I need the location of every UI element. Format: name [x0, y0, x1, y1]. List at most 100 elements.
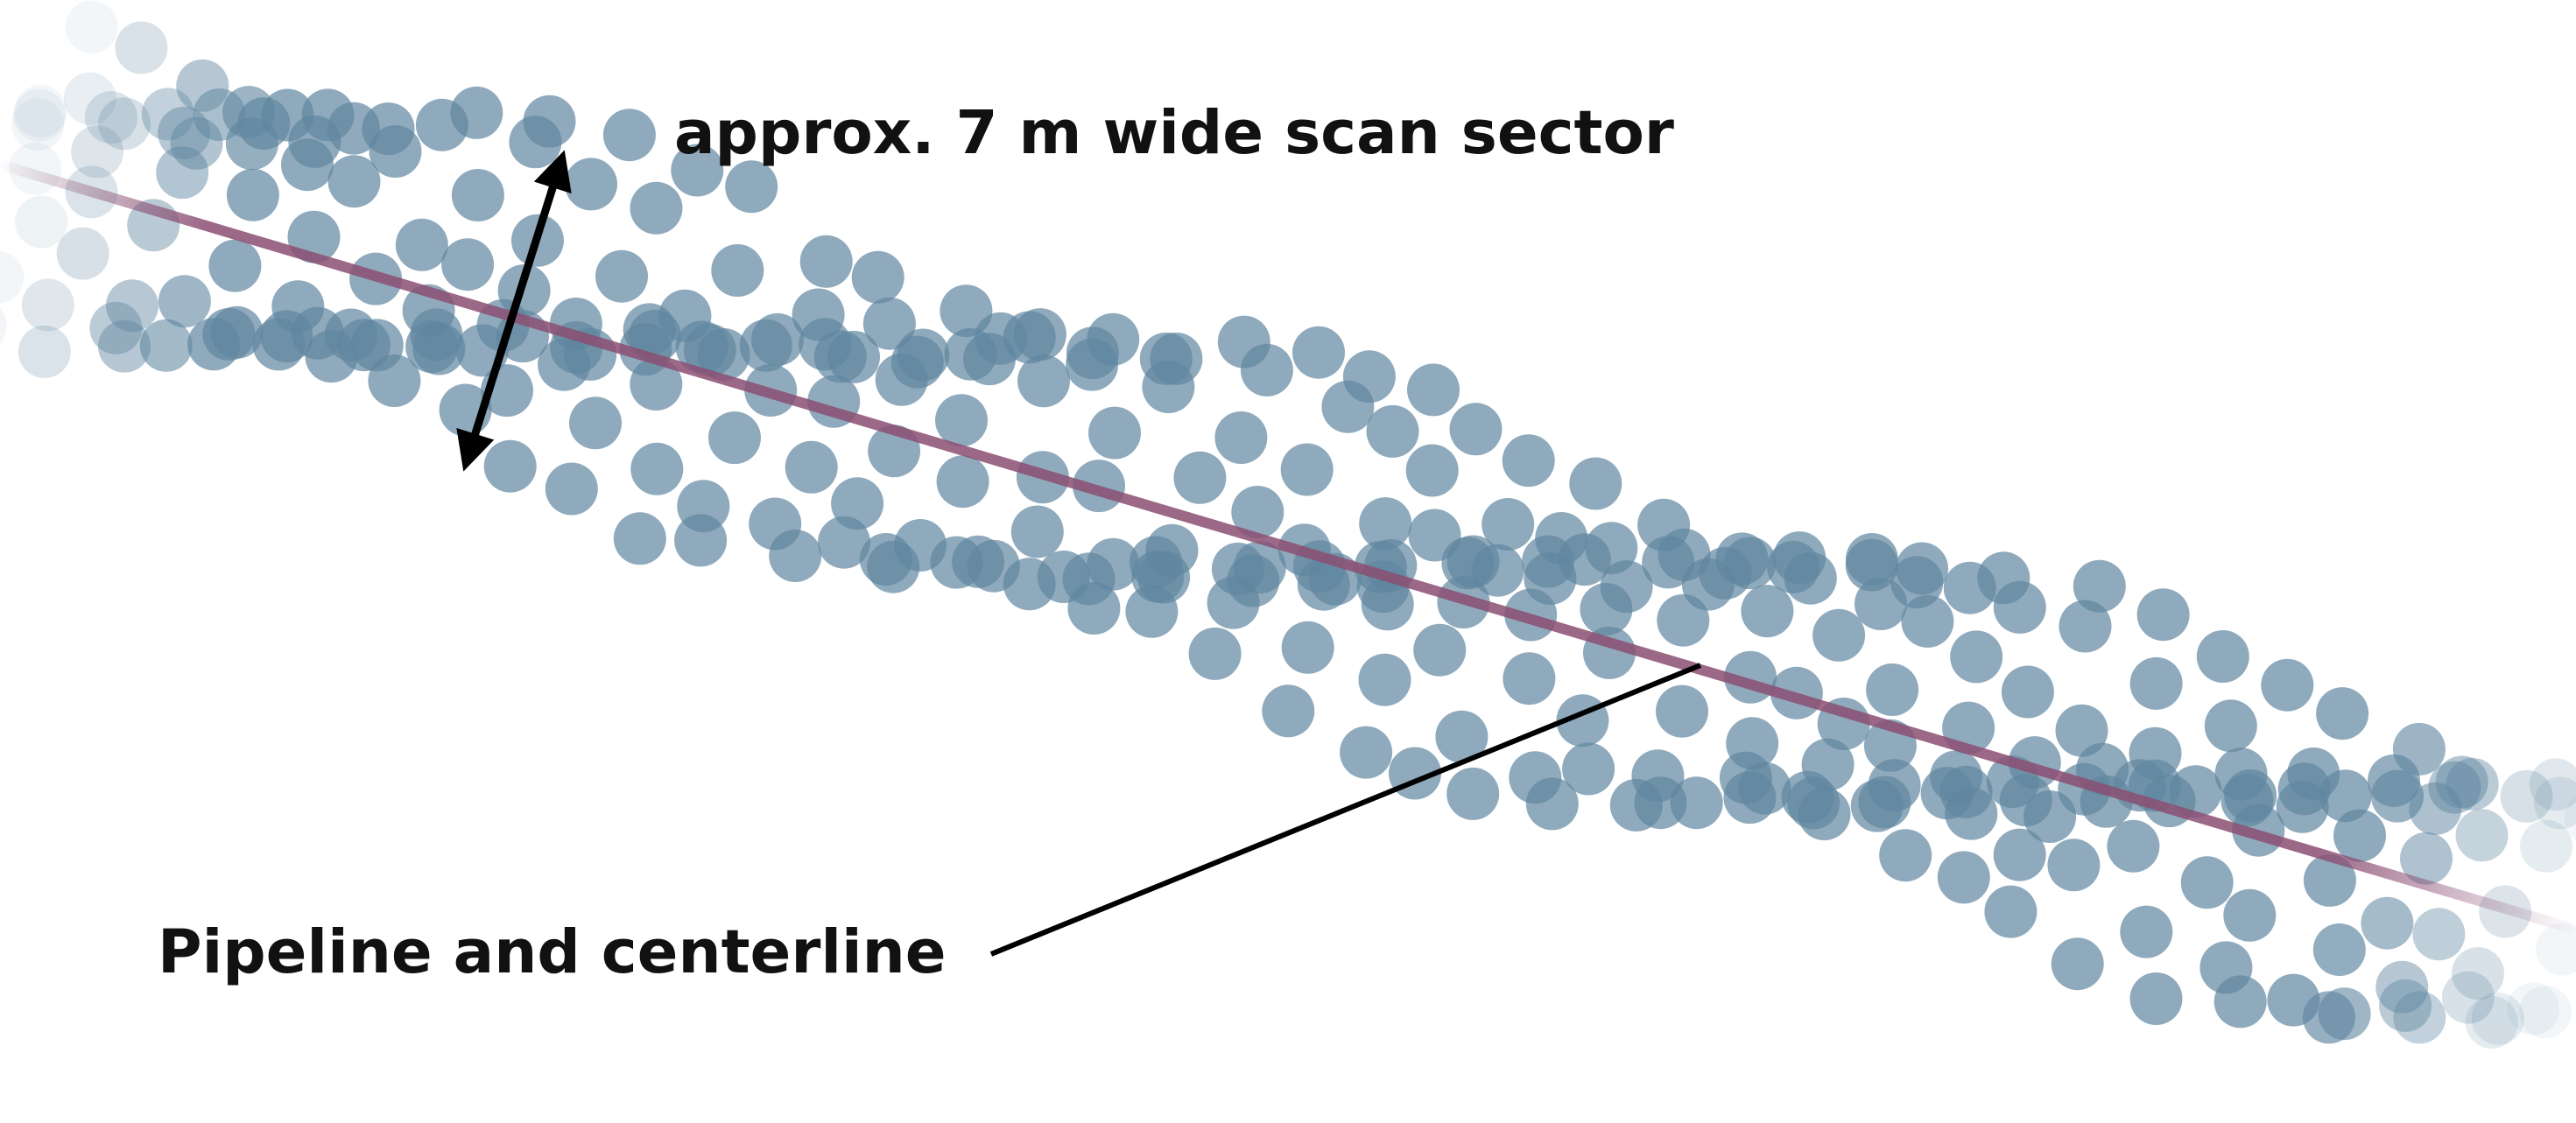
scan-point	[2302, 991, 2355, 1044]
scan-point	[2223, 888, 2277, 942]
scan-point	[2129, 972, 2183, 1025]
scan-point	[369, 125, 422, 178]
scan-point	[1359, 497, 1412, 551]
scan-point	[1901, 594, 1954, 648]
scan-point	[115, 21, 168, 74]
scan-point	[818, 516, 870, 569]
scan-point	[1879, 829, 1932, 882]
scan-point	[1503, 652, 1556, 705]
scan-point	[2455, 809, 2509, 862]
scan-point	[1656, 684, 1708, 738]
scan-point	[0, 307, 7, 343]
scan-point	[1850, 779, 1904, 832]
scan-point	[305, 330, 358, 383]
scan-point	[565, 158, 617, 211]
scan-point	[1723, 771, 1777, 825]
scan-point	[1321, 380, 1375, 433]
scan-point	[2412, 908, 2466, 961]
scan-point	[2319, 769, 2372, 823]
pipeline-label: Pipeline and centerline	[158, 917, 947, 987]
pipeline-leader-line	[989, 663, 1702, 957]
scan-point	[671, 144, 724, 197]
scan-point	[613, 512, 666, 565]
scan-point	[538, 338, 591, 391]
scan-point	[141, 88, 194, 141]
scan-point	[170, 116, 223, 170]
scan-point	[2120, 905, 2173, 958]
scan-point	[1361, 578, 1414, 631]
scan-point	[139, 319, 193, 372]
scan-point	[225, 117, 278, 171]
scan-point	[1017, 354, 1070, 408]
scan-point	[2375, 960, 2429, 1014]
scan-point	[71, 125, 124, 179]
scan-point	[1188, 627, 1242, 680]
scan-point	[1003, 558, 1056, 611]
scan-width-label: approx. 7 m wide scan sector	[674, 98, 1674, 168]
scan-point	[2303, 853, 2356, 907]
scan-point	[2023, 790, 2077, 843]
scan-point	[1741, 585, 1794, 638]
scan-point	[395, 218, 448, 271]
scan-point	[327, 155, 381, 208]
scan-point	[1281, 621, 1334, 674]
scan-point	[2441, 971, 2495, 1024]
scan-point	[875, 353, 928, 406]
scan-point	[708, 411, 761, 465]
scan-point	[2465, 996, 2518, 1049]
scan-point	[769, 530, 822, 582]
scan-point	[936, 455, 989, 509]
scan-point	[226, 168, 279, 221]
scan-point	[2214, 975, 2267, 1028]
scan-point	[2047, 839, 2101, 892]
scan-point	[602, 109, 656, 162]
scan-point	[2400, 832, 2453, 885]
scan-point	[1407, 363, 1460, 417]
scan-point	[1297, 558, 1350, 611]
scan-point	[1866, 663, 1919, 716]
scan-point	[2001, 665, 2054, 719]
scan-point	[862, 297, 916, 350]
scan-point	[1449, 403, 1503, 456]
scan-point	[1446, 535, 1500, 588]
scan-point	[156, 146, 209, 200]
scan-point	[441, 238, 495, 291]
scan-point	[630, 442, 684, 495]
scan-point	[2180, 856, 2234, 909]
scan-point	[158, 106, 211, 159]
scan-point	[412, 322, 466, 376]
scan-point	[187, 318, 241, 371]
scan-point	[2051, 937, 2104, 991]
scan-point	[595, 249, 648, 303]
scan-point	[2129, 656, 2183, 710]
scan-point	[1798, 788, 1851, 840]
scan-point	[935, 394, 988, 447]
scan-point	[1366, 404, 1419, 458]
scan-point	[2107, 819, 2160, 873]
scan-point	[2136, 588, 2190, 642]
scan-point	[98, 319, 151, 373]
scan-point	[15, 195, 68, 249]
scan-point	[630, 181, 683, 235]
scan-point	[2196, 630, 2249, 683]
scan-point	[451, 169, 504, 221]
scan-point	[1482, 498, 1535, 551]
scan-point	[2520, 819, 2572, 873]
scan-point	[2471, 992, 2524, 1045]
scan-point	[2519, 986, 2572, 1039]
scan-point	[368, 354, 421, 407]
scan-point	[2059, 600, 2112, 653]
scan-point	[158, 275, 211, 328]
scan-point	[2530, 758, 2576, 811]
scan-point	[2055, 704, 2108, 757]
scan-point	[106, 279, 158, 333]
scan-point	[65, 0, 118, 53]
pipeline-centerline	[0, 159, 2576, 935]
scan-point	[14, 85, 67, 138]
scan-point	[1945, 787, 1998, 840]
scan-point	[1231, 486, 1284, 538]
scan-point	[2204, 699, 2257, 753]
scan-point	[1609, 778, 1663, 832]
scan-point	[799, 235, 853, 288]
scan-point	[1943, 561, 1996, 614]
